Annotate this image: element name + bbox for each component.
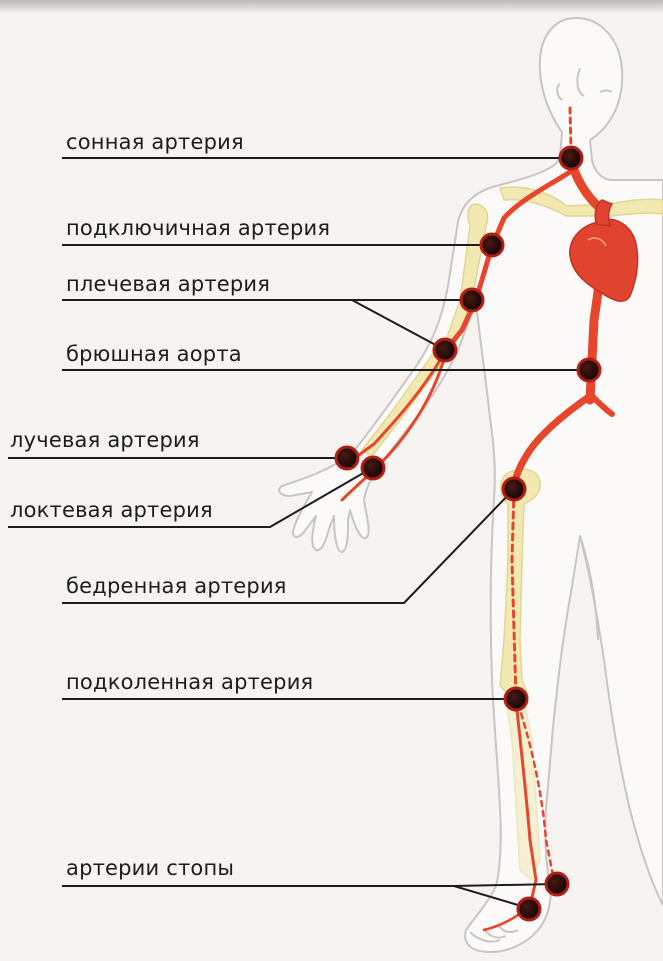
label-femoral-artery: бедренная артерия [66, 574, 287, 598]
pulse-point-ulnar [362, 457, 384, 479]
pulse-point-popliteal [505, 688, 527, 710]
label-subclavian-artery: подключичная артерия [66, 216, 330, 240]
pulse-point-foot-upper [546, 873, 568, 895]
label-abdominal-aorta: брюшная аорта [66, 342, 242, 366]
pulse-point-foot-lower [518, 898, 540, 920]
leader-brachial-elbow [352, 300, 445, 350]
pulse-point-radial [336, 447, 358, 469]
heart-vessels [595, 200, 612, 226]
pulse-point-brachial-upper [461, 289, 483, 311]
label-radial-artery: лучевая артерия [10, 428, 200, 452]
pulse-point-brachial [434, 339, 456, 361]
carotid-dashed [570, 108, 571, 150]
top-shadow [0, 0, 663, 14]
pulse-point-femoral [503, 478, 525, 500]
label-ulnar-artery: локтевая артерия [10, 498, 213, 522]
label-popliteal-artery: подколенная артерия [66, 670, 313, 694]
pulse-point-subclavian [481, 234, 503, 256]
pulse-point-carotid [560, 147, 582, 169]
pulse-point-aorta [578, 359, 600, 381]
label-carotid-artery: сонная артерия [66, 130, 244, 154]
label-foot-arteries: артерии стопы [66, 856, 234, 880]
leader-foot [62, 884, 556, 908]
label-brachial-artery: плечевая артерия [66, 272, 270, 296]
